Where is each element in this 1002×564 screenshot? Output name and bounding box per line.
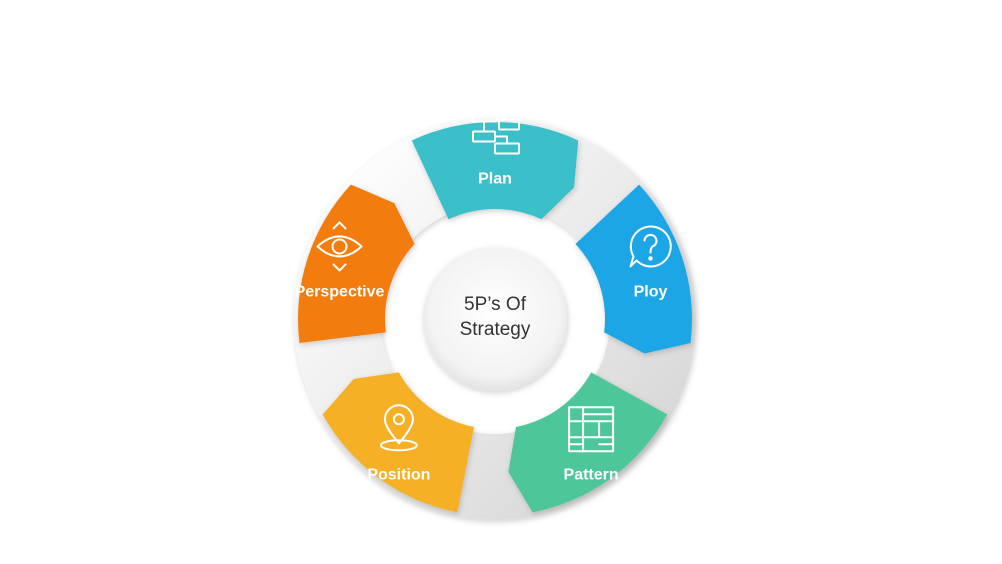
segment-shape-ploy (575, 184, 692, 354)
segment-shape-perspective (298, 184, 415, 344)
segment-label-position: Position (367, 466, 430, 483)
segment-label-plan: Plan (478, 171, 512, 188)
segment-perspective: Perspective (295, 184, 415, 344)
question-bubble-icon (629, 225, 672, 268)
segment-pattern: Pattern (508, 372, 668, 513)
segment-shape-pattern (508, 372, 668, 513)
grid-pattern-icon (568, 406, 615, 453)
flowchart-icon (472, 110, 520, 155)
center-title-line2: Strategy (460, 319, 531, 340)
map-pin-icon (379, 404, 418, 452)
segment-plan: Plan (411, 110, 579, 220)
eye-icon (316, 221, 363, 272)
segment-ploy: Ploy (575, 184, 692, 354)
segment-position: Position (322, 372, 475, 513)
center-title-line1: 5P’s Of (464, 294, 527, 315)
segment-label-pattern: Pattern (564, 466, 619, 483)
segment-label-perspective: Perspective (295, 283, 385, 300)
segment-shape-plan (411, 122, 579, 220)
center-hub: 5P’s Of Strategy (423, 247, 567, 391)
segment-label-ploy: Ploy (634, 283, 668, 300)
